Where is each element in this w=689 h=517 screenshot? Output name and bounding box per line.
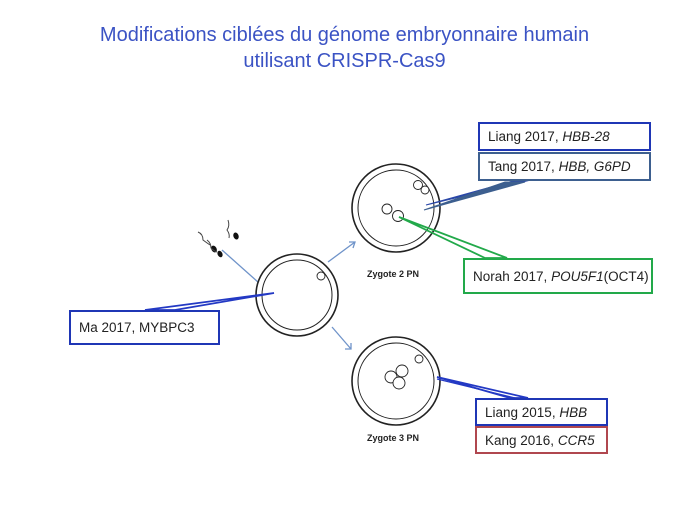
zygote-3pn-label: Zygote 3 PN [367,433,420,443]
zygote-2pn-cell [351,163,441,253]
diagram-title-line2: utilisant CRISPR-Cas9 [243,50,446,72]
callout-ma2017: Ma 2017, MYBPC3 [69,310,220,345]
callout-ma2017-text: Ma 2017, MYBPC3 [79,320,195,335]
zygote-2pn-label: Zygote 2 PN [367,269,420,279]
arrow-to-2pn [327,241,356,263]
zygote-3pn-cell [351,336,441,426]
diagram-title-line1: Modifications ciblées du génome embryonn… [99,24,590,46]
callout-tang2017-author: Tang 2017, [488,159,555,174]
callout-norah2017: Norah 2017, POU5F1 (OCT4) [463,258,653,294]
sperm-icon [197,219,239,258]
callout-norah2017-gene: POU5F1 [551,268,604,284]
callout-kang2016-author: Kang 2016, [485,432,555,448]
callout-tang2017-gene: HBB, G6PD [558,159,631,174]
pointer-tang2017 [423,181,526,211]
pointer-liang2015 [436,376,529,399]
arrow-to-3pn [331,326,352,350]
callout-liang2017: Liang 2017, HBB-28 [478,122,651,151]
callout-tang2017: Tang 2017, HBB, G6PD [478,152,651,181]
callout-norah2017-suffix: (OCT4) [603,268,649,284]
callout-liang2015: Liang 2015, HBB [475,398,608,426]
callout-liang2017-gene: HBB-28 [562,129,610,144]
oocyte-cell [255,253,339,337]
callout-liang2017-author: Liang 2017, [488,129,559,144]
pointer-ma2017 [144,292,275,311]
callout-kang2016: Kang 2016, CCR5 [475,426,608,454]
callout-kang2016-gene: CCR5 [557,432,595,448]
callout-norah2017-author: Norah 2017, [473,268,548,284]
callout-liang2015-gene: HBB [559,404,588,420]
callout-liang2015-author: Liang 2015, [485,404,556,420]
